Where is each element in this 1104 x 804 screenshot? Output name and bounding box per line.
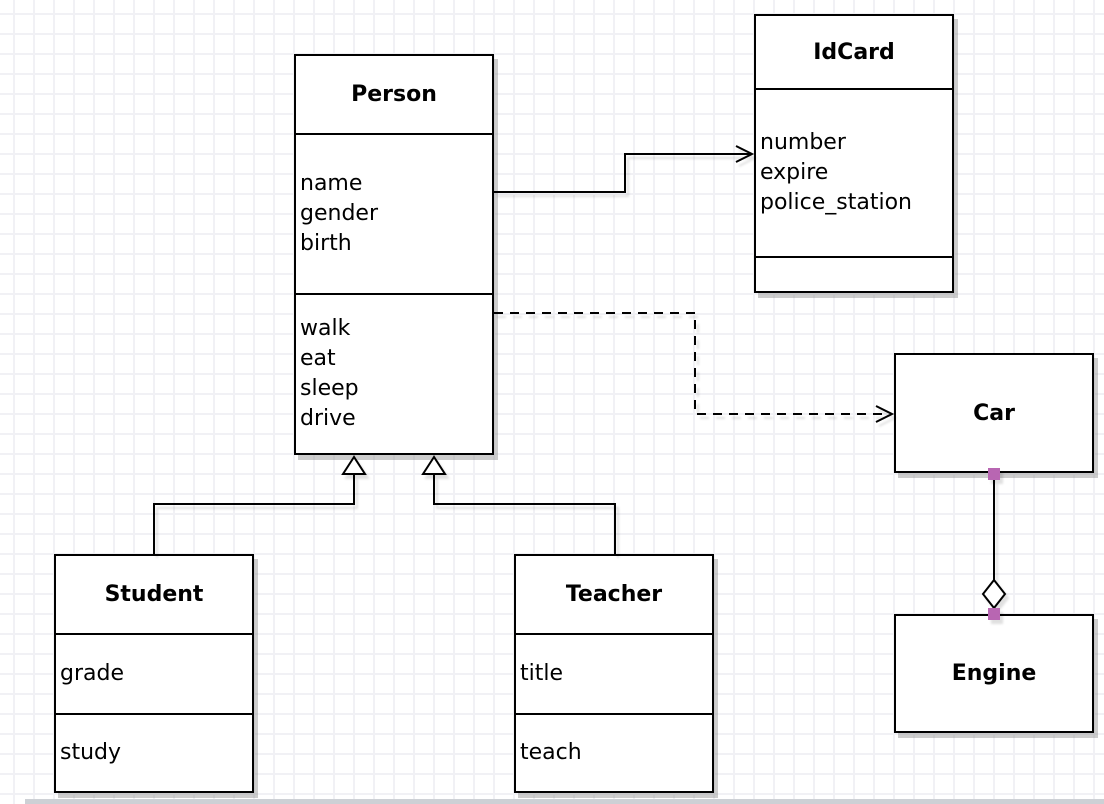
connector-car-engine-aggregation[interactable] <box>981 468 1007 620</box>
class-methods: teach <box>516 713 712 791</box>
class-person[interactable]: Person name gender birth walk eat sleep … <box>294 54 494 455</box>
class-engine[interactable]: Engine <box>894 614 1094 733</box>
connector-person-car-dependency[interactable] <box>494 312 895 423</box>
hollow-triangle-icon <box>341 455 367 475</box>
attribute: police_station <box>760 190 912 215</box>
open-arrowhead-icon <box>735 145 755 163</box>
class-title: Person <box>351 82 437 107</box>
hollow-diamond-icon <box>981 578 1007 610</box>
method: teach <box>520 740 582 765</box>
class-attributes: grade <box>56 633 252 713</box>
class-student[interactable]: Student grade study <box>54 554 254 793</box>
method: sleep <box>300 376 359 401</box>
attribute: birth <box>300 231 352 256</box>
method: walk <box>300 316 351 341</box>
connector-person-idcard-association[interactable] <box>494 145 755 193</box>
attribute: expire <box>760 160 829 185</box>
connector-student-person-generalization[interactable] <box>153 455 367 554</box>
method: drive <box>300 406 356 431</box>
attribute: title <box>520 661 564 686</box>
class-title: Engine <box>951 661 1037 686</box>
class-methods <box>756 256 952 291</box>
method: eat <box>300 346 336 371</box>
class-title: IdCard <box>813 39 895 65</box>
class-attributes: name gender birth <box>296 133 492 293</box>
method: study <box>60 740 122 765</box>
page-edge-shadow <box>25 799 1104 804</box>
hollow-triangle-icon <box>421 455 447 475</box>
attribute: name <box>300 171 363 196</box>
dependency-line <box>494 312 888 415</box>
open-arrowhead-icon <box>875 405 895 423</box>
generalization-line <box>153 474 355 554</box>
attribute: number <box>760 130 846 155</box>
connector-teacher-person-generalization[interactable] <box>421 455 616 554</box>
class-teacher[interactable]: Teacher title teach <box>514 554 714 793</box>
class-car[interactable]: Car <box>894 353 1094 473</box>
class-title: Student <box>104 582 204 607</box>
class-title: Teacher <box>565 582 663 607</box>
attribute: grade <box>60 661 124 686</box>
association-line <box>494 153 750 193</box>
class-methods: study <box>56 713 252 791</box>
class-attributes: number expire police_station <box>756 88 952 256</box>
class-idcard[interactable]: IdCard number expire police_station <box>754 14 954 293</box>
class-methods: walk eat sleep drive <box>296 293 492 453</box>
generalization-line <box>433 474 616 554</box>
attribute: gender <box>300 201 378 226</box>
class-title: Car <box>973 400 1015 426</box>
class-attributes: title <box>516 633 712 713</box>
